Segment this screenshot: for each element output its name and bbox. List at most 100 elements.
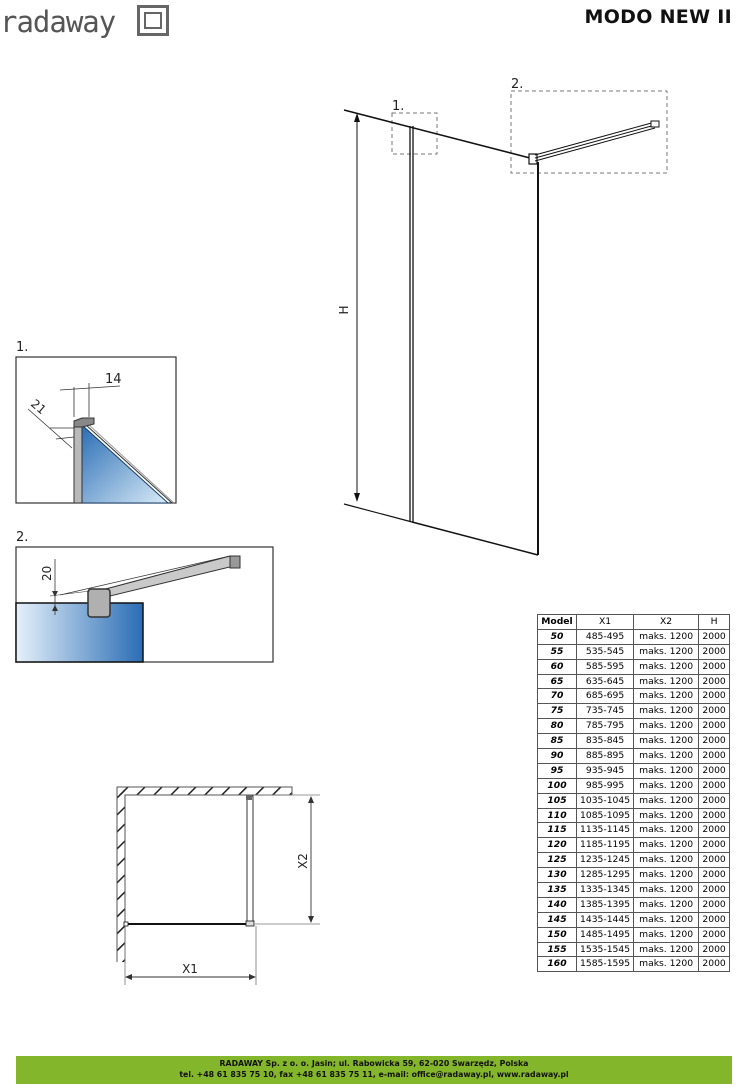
cell-h: 2000 xyxy=(698,852,731,869)
cell-x1: 785-795 xyxy=(575,718,635,735)
cell-model: 85 xyxy=(537,733,577,750)
cell-h: 2000 xyxy=(698,956,731,973)
stabilizer-bracket xyxy=(528,153,538,165)
callout-2-label: 2. xyxy=(511,77,523,92)
footer-address: RADAWAY Sp. z o. o. Jasin; ul. Rabowicka… xyxy=(219,1059,529,1068)
cell-x1: 1035-1045 xyxy=(575,792,635,809)
cell-x2: maks. 1200 xyxy=(633,926,700,943)
column-header-x2: X2 xyxy=(633,614,700,630)
cell-x1: 935-945 xyxy=(575,762,635,779)
cell-model: 50 xyxy=(537,628,577,645)
cell-h: 2000 xyxy=(698,792,731,809)
cell-x2: maks. 1200 xyxy=(633,956,700,973)
x1-label: X1 xyxy=(182,962,198,976)
cell-model: 95 xyxy=(537,762,577,779)
cell-model: 160 xyxy=(537,956,577,973)
cell-model: 55 xyxy=(537,643,577,660)
cell-x2: maks. 1200 xyxy=(633,688,700,705)
cell-model: 60 xyxy=(537,658,577,675)
cell-x1: 835-845 xyxy=(575,733,635,750)
cell-x1: 1485-1495 xyxy=(575,926,635,943)
floor-edge-left xyxy=(343,503,413,523)
detail-2-drawing: 2. 20 xyxy=(15,530,274,663)
cell-model: 80 xyxy=(537,718,577,735)
cell-x2: maks. 1200 xyxy=(633,718,700,735)
wall-profile xyxy=(73,420,83,504)
cell-x2: maks. 1200 xyxy=(633,852,700,869)
cell-x2: maks. 1200 xyxy=(633,867,700,884)
cell-model: 100 xyxy=(537,777,577,794)
cell-model: 150 xyxy=(537,926,577,943)
cell-x1: 1285-1295 xyxy=(575,867,635,884)
cell-x2: maks. 1200 xyxy=(633,703,700,720)
height-label: H xyxy=(337,305,351,314)
cell-h: 2000 xyxy=(698,867,731,884)
cell-x1: 1085-1095 xyxy=(575,807,635,824)
cell-model: 115 xyxy=(537,822,577,839)
cell-x2: maks. 1200 xyxy=(633,882,700,898)
cell-x2: maks. 1200 xyxy=(633,896,700,913)
cell-x1: 1435-1445 xyxy=(575,911,635,928)
cell-model: 65 xyxy=(537,673,577,690)
column-header-model: Model xyxy=(537,614,577,630)
glass-panel xyxy=(15,602,144,663)
cell-model: 130 xyxy=(537,867,577,884)
cell-x1: 1585-1595 xyxy=(575,956,635,973)
cell-model: 90 xyxy=(537,748,577,764)
cell-x1: 685-695 xyxy=(575,688,635,705)
cell-h: 2000 xyxy=(698,733,731,750)
cell-x2: maks. 1200 xyxy=(633,792,700,809)
footer-contact: tel. +48 61 835 75 10, fax +48 61 835 75… xyxy=(179,1069,569,1079)
cell-h: 2000 xyxy=(698,896,731,913)
dimension-line-21 xyxy=(27,408,73,449)
cell-h: 2000 xyxy=(698,882,731,898)
column-header-h: H xyxy=(698,614,731,630)
wall-hatch-left xyxy=(117,787,125,962)
square-frame-logo-icon xyxy=(137,5,169,36)
callout-1-box xyxy=(391,112,438,155)
dimension-line-14 xyxy=(59,385,121,391)
dimension-20-label: 20 xyxy=(40,566,54,581)
cell-h: 2000 xyxy=(698,911,731,928)
cell-x1: 1235-1245 xyxy=(575,852,635,869)
cell-h: 2000 xyxy=(698,748,731,764)
cell-x2: maks. 1200 xyxy=(633,748,700,764)
cell-x1: 1385-1395 xyxy=(575,896,635,913)
stabilizer-bracket xyxy=(87,588,111,618)
cell-h: 2000 xyxy=(698,718,731,735)
cell-h: 2000 xyxy=(698,926,731,943)
main-perspective-drawing: 1. 2. H xyxy=(337,77,668,556)
cell-x2: maks. 1200 xyxy=(633,911,700,928)
callout-1-label: 1. xyxy=(392,99,404,114)
column-header-x1: X1 xyxy=(575,614,635,630)
cell-x2: maks. 1200 xyxy=(633,733,700,750)
floor-edge-right xyxy=(411,521,539,556)
cell-h: 2000 xyxy=(698,688,731,705)
stabilizer-bar xyxy=(246,795,254,925)
cell-model: 125 xyxy=(537,852,577,869)
stabilizer-bar xyxy=(534,127,656,162)
table-header-row: Model X1 X2 H xyxy=(537,614,731,630)
cell-h: 2000 xyxy=(698,822,731,839)
detail-2-label: 2. xyxy=(16,530,28,545)
cell-x2: maks. 1200 xyxy=(633,673,700,690)
dimension-14-label: 14 xyxy=(105,372,122,387)
cell-x1: 485-495 xyxy=(575,628,635,645)
cell-h: 2000 xyxy=(698,703,731,720)
